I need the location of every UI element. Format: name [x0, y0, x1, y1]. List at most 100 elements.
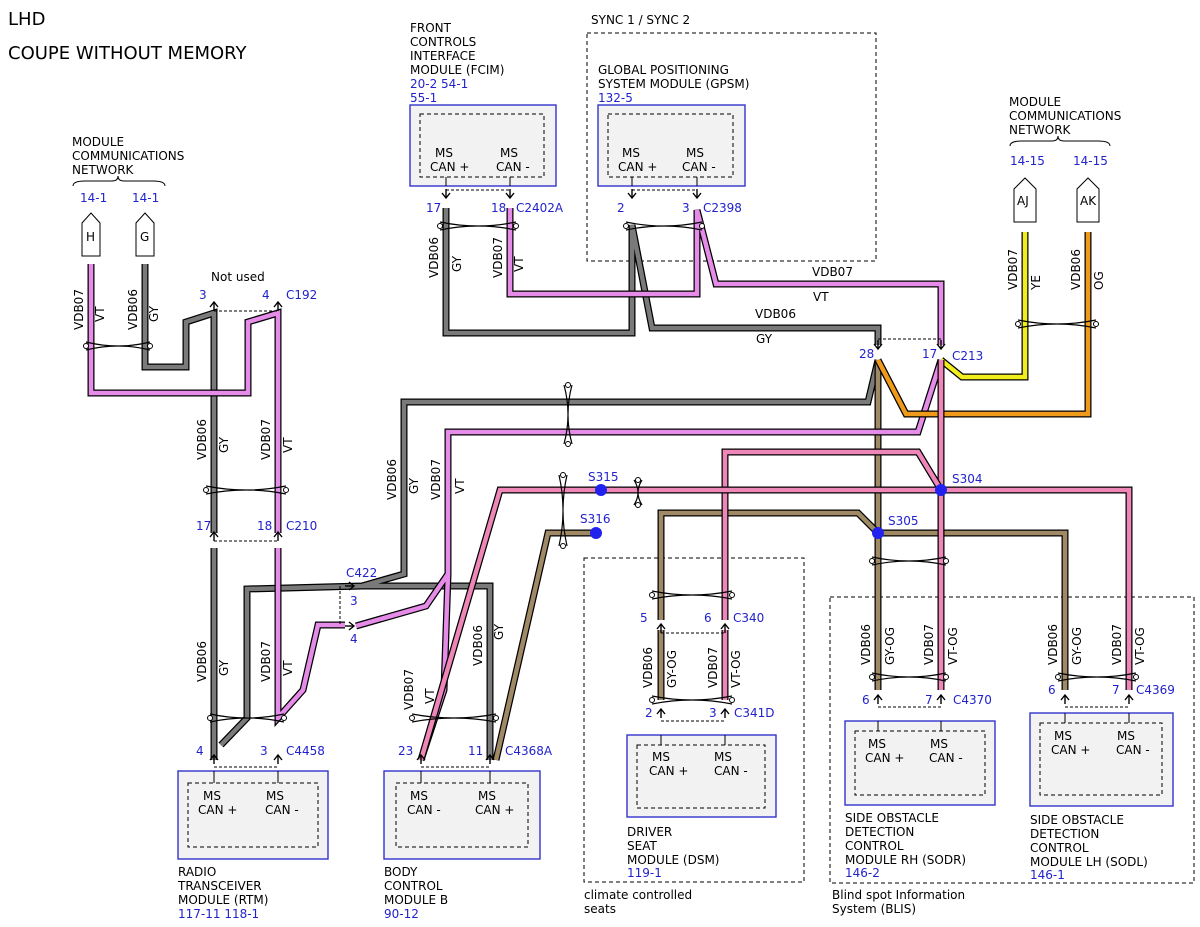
twist-marker	[207, 713, 287, 723]
sodl-l2: DETECTION	[1030, 827, 1099, 841]
dsm-pin1-a: MS	[652, 750, 670, 764]
twist-marker	[649, 590, 735, 600]
connector-h-label: H	[86, 230, 95, 244]
gpsm-conn: C2398	[703, 201, 742, 215]
module-fcim[interactable]: FRONT CONTROLS INTERFACE MODULE (FCIM) 2…	[409, 21, 564, 215]
twist-marker	[558, 472, 568, 549]
sodl-l3: CONTROL	[1030, 841, 1089, 855]
wire-label-vdb07-sodl: VDB07	[1110, 624, 1124, 665]
dsm-pin2: 2	[645, 706, 653, 720]
fcim-l1: FRONT	[410, 21, 452, 35]
module-sodr[interactable]: 6 7 C4370 MS CAN + MS CAN - SIDE OBSTACL…	[844, 693, 996, 880]
c340-pin6: 6	[704, 611, 712, 625]
module-bcm[interactable]: 23 11 C4368A MS CAN - MS CAN + BODY CONT…	[383, 744, 553, 921]
splice-s304-label: S304	[952, 472, 983, 486]
bcm-l2: CONTROL	[384, 879, 443, 893]
wire-label-vdb07-h1: VDB07	[812, 265, 853, 279]
splice-s316	[590, 527, 602, 539]
not-used-label: Not used	[211, 270, 265, 284]
sodl-conn: C4369	[1136, 683, 1175, 697]
wire-label-vdb06-sodr: VDB06	[859, 624, 873, 665]
fcim-pin1-a: MS	[435, 146, 453, 160]
twist-marker	[649, 695, 735, 705]
wire-label-vdb07-dsm: VDB07	[706, 647, 720, 688]
blis-l1: Blind spot Information	[832, 888, 965, 902]
connector-c422: C422 3 4	[339, 566, 377, 646]
fcim-l3: INTERFACE	[410, 49, 476, 63]
mcn-left-l1: MODULE	[72, 135, 124, 149]
splice-s315	[595, 484, 607, 496]
module-dsm[interactable]: 5 6 C340 2 3 C341D MS CAN + MS CAN - DRI…	[584, 611, 777, 916]
wire-label-vdb07-fcim: VDB07	[491, 237, 505, 278]
wire-label-vt-upper: VT	[281, 437, 295, 453]
connector-g-label: G	[140, 230, 149, 244]
bcm-l1: BODY	[384, 865, 418, 879]
fcim-pin2-b: CAN -	[496, 160, 530, 174]
wire-label-vdb06-bcm: VDB06	[471, 625, 485, 666]
module-gpsm[interactable]: SYNC 1 / SYNC 2 GLOBAL POSITIONING SYSTE…	[591, 13, 749, 215]
module-rtm[interactable]: 4 3 C4458 MS CAN + MS CAN - RADIO TRANSC…	[177, 744, 329, 921]
dsm-l3: MODULE (DSM)	[627, 853, 719, 867]
module-sodl[interactable]: 6 7 C4369 MS CAN + MS CAN - SIDE OBSTACL…	[1029, 683, 1175, 882]
mcn-right-ref1: 14-15	[1010, 154, 1045, 168]
wire-label-gyog-sodl: GY-OG	[1070, 627, 1084, 665]
sodl-ref: 146-1	[1030, 868, 1065, 882]
climate-seats-l1: climate controlled	[584, 888, 692, 902]
sodr-conn: C4370	[953, 693, 992, 707]
bcm-pin11: 11	[468, 744, 483, 758]
wire-label-gy-h1: GY	[756, 332, 773, 346]
twist-marker	[623, 221, 705, 231]
sodl-pin6: 6	[1048, 683, 1056, 697]
dsm-conn: C341D	[734, 706, 775, 720]
c422-pin3: 3	[350, 594, 358, 608]
bcm-l3: MODULE B	[384, 893, 448, 907]
wire-label-vtog-sodr: VT-OG	[946, 627, 960, 665]
sodl-l4: MODULE LH (SODL)	[1030, 855, 1148, 869]
wire-label-vdb06-sodl: VDB06	[1046, 624, 1060, 665]
wire-label-vdb06-g: VDB06	[126, 289, 140, 330]
wire-label-vdb06-h1: VDB06	[755, 307, 796, 321]
wire-label-vdb07-h: VDB07	[72, 289, 86, 330]
wire-label-vt-h1: VT	[813, 290, 829, 304]
bcm-conn: C4368A	[505, 744, 553, 758]
wire-label-gy-fcim: GY	[450, 255, 464, 272]
fcim-pin1-b: CAN +	[430, 160, 469, 174]
wire-label-gyog-dsm: GY-OG	[665, 650, 679, 688]
sodr-pin1-b: CAN +	[865, 751, 904, 765]
bcm-pin1-b: CAN -	[407, 803, 441, 817]
rtm-pin2-b: CAN -	[265, 803, 299, 817]
wire-label-vdb07-sodr: VDB07	[922, 624, 936, 665]
rtm-pin1-a: MS	[203, 789, 221, 803]
fcim-conn: C2402A	[516, 201, 564, 215]
gpsm-pin-3: 3	[682, 201, 690, 215]
twist-marker	[563, 382, 573, 447]
bcm-pin2-a: MS	[478, 789, 496, 803]
gpsm-pin1-b: CAN +	[618, 160, 657, 174]
c213-conn: C213	[952, 349, 983, 363]
sodr-pin7: 7	[925, 693, 933, 707]
wire-label-gy-upper: GY	[217, 436, 231, 453]
gy-wires	[141, 208, 1069, 761]
c340-pin5: 5	[640, 611, 648, 625]
wire-label-vt-lower: VT	[281, 660, 295, 676]
twist-marker	[83, 341, 153, 351]
twist-marker	[869, 556, 949, 566]
rtm-pin2-a: MS	[266, 789, 284, 803]
twist-marker	[1055, 672, 1139, 682]
c192-pin3: 3	[199, 288, 207, 302]
twist-marker	[409, 713, 499, 723]
mcn-left-l2: COMMUNICATIONS	[72, 149, 184, 163]
connector-c192: Not used 3 4 C192	[199, 270, 317, 312]
dsm-l1: DRIVER	[627, 825, 672, 839]
sodr-l2: DETECTION	[845, 825, 914, 839]
mcn-left: MODULE COMMUNICATIONS NETWORK 14-1 14-1 …	[72, 135, 184, 257]
wire-label-gy-bcm-a: GY	[407, 477, 421, 494]
mcn-right-l2: COMMUNICATIONS	[1009, 109, 1121, 123]
sodr-ref: 146-2	[845, 866, 880, 880]
sodr-pin1-a: MS	[868, 737, 886, 751]
wire-label-vdb06-bcm-a: VDB06	[385, 459, 399, 500]
pk-wires	[417, 360, 1133, 761]
connector-c210: 17 18 C210	[196, 519, 317, 542]
sodl-pin2-b: CAN -	[1116, 743, 1150, 757]
